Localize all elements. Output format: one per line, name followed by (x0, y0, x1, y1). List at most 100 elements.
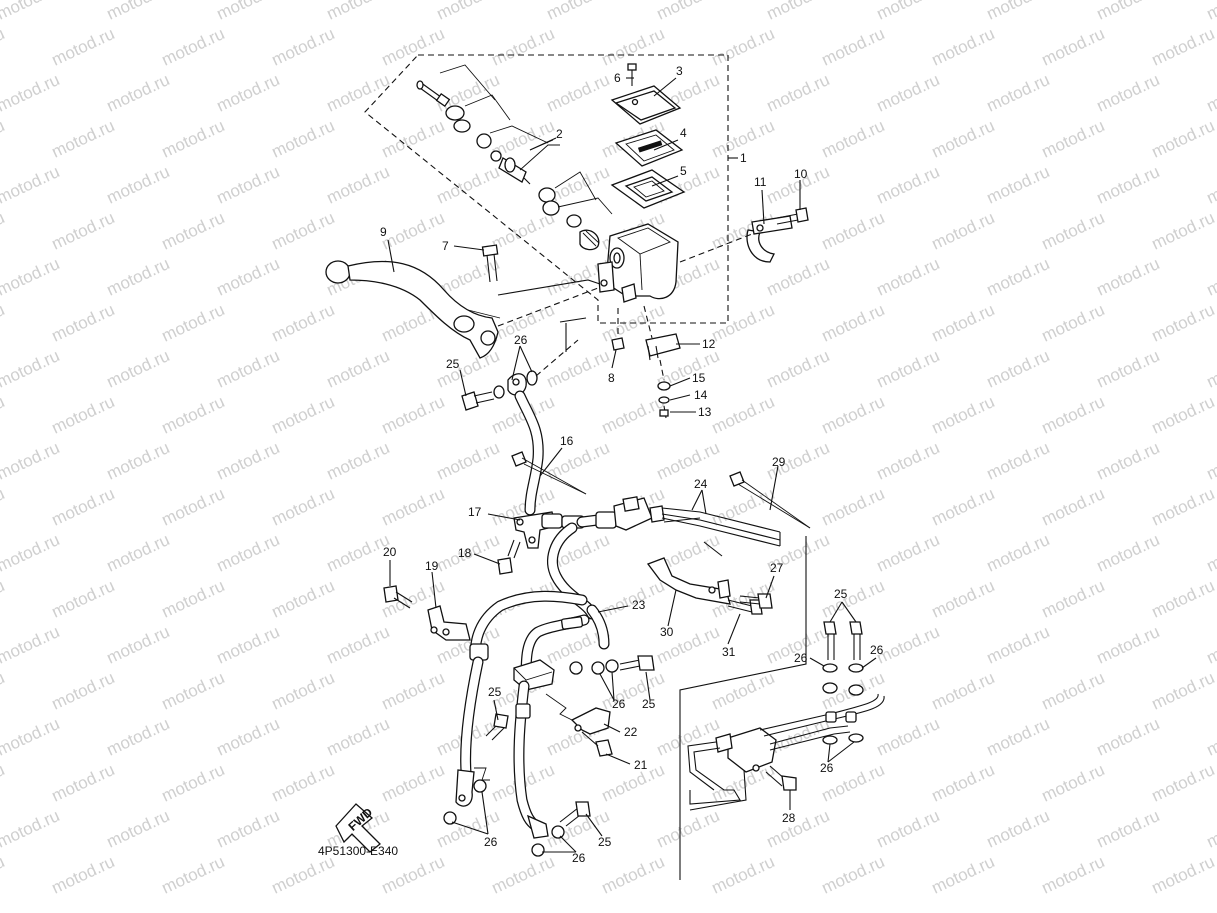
watermark-text: motod.ru (159, 760, 228, 806)
callout-25-bottom: 25 (598, 835, 612, 849)
watermark-text: motod.ru (819, 24, 888, 70)
center-brake-hose-part (576, 514, 604, 528)
watermark-text: motod.ru (874, 70, 943, 116)
brake-light-switch-part (643, 305, 681, 361)
callout-28: 28 (782, 811, 796, 825)
callout-26-mid: 26 (612, 697, 626, 711)
watermark-text: motod.ru (434, 346, 503, 392)
hose-guide-part (427, 605, 471, 641)
watermark-text: motod.ru (269, 484, 338, 530)
watermark-text: motod.ru (49, 576, 118, 622)
watermark-text: motod.ru (1204, 806, 1217, 852)
watermark-text: motod.ru (984, 622, 1053, 668)
watermark-text: motod.ru (49, 116, 118, 162)
hose-holder-part (545, 693, 611, 735)
watermark-text: motod.ru (1094, 70, 1163, 116)
watermark-text: motod.ru (159, 24, 228, 70)
callout-4: 4 (680, 126, 687, 140)
watermark-text: motod.ru (324, 162, 393, 208)
joint-bolt-part (497, 539, 521, 575)
watermark-text: motod.ru (874, 438, 943, 484)
callout-labels: 1 2 3 4 5 6 7 8 9 10 11 12 13 14 15 16 1… (380, 64, 884, 865)
watermark-text: motod.ru (1039, 852, 1108, 898)
watermark-text: motod.ru (1094, 714, 1163, 760)
watermark-text: motod.ru (214, 254, 283, 300)
watermark-text: motod.ru (379, 24, 448, 70)
watermark-text: motod.ru (1094, 622, 1163, 668)
watermark-text: motod.ru (49, 760, 118, 806)
watermark-text: motod.ru (49, 208, 118, 254)
callout-10: 10 (794, 167, 808, 181)
watermark-text: motod.ru (984, 254, 1053, 300)
watermark-text: motod.ru (1204, 438, 1217, 484)
watermark-text: motod.ru (874, 806, 943, 852)
lever-assembly-line (497, 287, 599, 327)
watermark-text: motod.ru (0, 254, 62, 300)
watermark-text: motod.ru (1039, 484, 1108, 530)
watermark-text: motod.ru (819, 116, 888, 162)
watermark-text: motod.ru (49, 392, 118, 438)
watermark-text: motod.ru (1204, 714, 1217, 760)
watermark-text: motod.ru (379, 852, 448, 898)
watermark-text: motod.ru (1094, 254, 1163, 300)
watermark-text: motod.ru (1039, 24, 1108, 70)
watermark-text: motod.ru (489, 24, 558, 70)
watermark-text: motod.ru (104, 714, 173, 760)
watermark-text: motod.ru (159, 300, 228, 346)
cap-screw-part (627, 63, 637, 86)
callout-2: 2 (556, 127, 563, 141)
callout-21: 21 (634, 758, 648, 772)
watermark-text: motod.ru (379, 484, 448, 530)
watermark-text: motod.ru (379, 760, 448, 806)
watermark-text: motod.ru (984, 714, 1053, 760)
bracket-screw-part (739, 593, 773, 609)
watermark-text: motod.ru (159, 208, 228, 254)
callout-26-lower-left: 26 (484, 835, 498, 849)
watermark-text: motod.ru (0, 300, 7, 346)
watermark-text: motod.ru (1204, 70, 1217, 116)
watermark-text: motod.ru (764, 254, 833, 300)
watermark-text: motod.ru (929, 24, 998, 70)
watermark-text: motod.ru (0, 622, 62, 668)
watermark-text: motod.ru (984, 530, 1053, 576)
lever-pivot-bolt-part (481, 244, 499, 283)
watermark-text: motod.ru (104, 622, 173, 668)
handlebar-clamp-part (746, 215, 793, 263)
watermark-text: motod.ru (159, 392, 228, 438)
watermark-text: motod.ru (1204, 0, 1217, 24)
watermark-text: motod.ru (214, 806, 283, 852)
watermark-text: motod.ru (599, 392, 668, 438)
lever-nut-part (611, 308, 625, 351)
watermark-text: motod.ru (324, 714, 393, 760)
watermark-text: motod.ru (709, 392, 778, 438)
watermark-text: motod.ru (874, 530, 943, 576)
watermark-text: motod.ru (104, 254, 173, 300)
watermark-text: motod.ru (929, 208, 998, 254)
watermark-text: motod.ru (214, 438, 283, 484)
watermark-text: motod.ru (159, 668, 228, 714)
watermark-text: motod.ru (434, 438, 503, 484)
right-washers-part (822, 663, 864, 745)
watermark-text: motod.ru (1094, 438, 1163, 484)
watermark-text: motod.ru (0, 0, 62, 24)
watermark-text: motod.ru (104, 346, 173, 392)
piston-kit-leader-lines (439, 64, 613, 215)
watermark-text: motod.ru (929, 392, 998, 438)
watermark-text: motod.ru (0, 208, 7, 254)
watermark-text: motod.ru (0, 668, 7, 714)
watermark-text: motod.ru (324, 346, 393, 392)
watermark-text: motod.ru (1204, 622, 1217, 668)
watermark-text: motod.ru (214, 622, 283, 668)
watermark-text: motod.ru (159, 484, 228, 530)
watermark-text: motod.ru (654, 438, 723, 484)
lower-left-washers-part (443, 767, 490, 825)
watermark-text: motod.ru (1149, 852, 1217, 898)
watermark-text: motod.ru (709, 668, 778, 714)
watermark-text: motod.ru (379, 116, 448, 162)
watermark-text: motod.ru (654, 0, 723, 24)
watermark-text: motod.ru (819, 576, 888, 622)
watermark-text: motod.ru (1149, 668, 1217, 714)
pivot-bolt-leader (497, 279, 601, 296)
callout-20: 20 (383, 545, 397, 559)
watermark-text: motod.ru (269, 392, 338, 438)
